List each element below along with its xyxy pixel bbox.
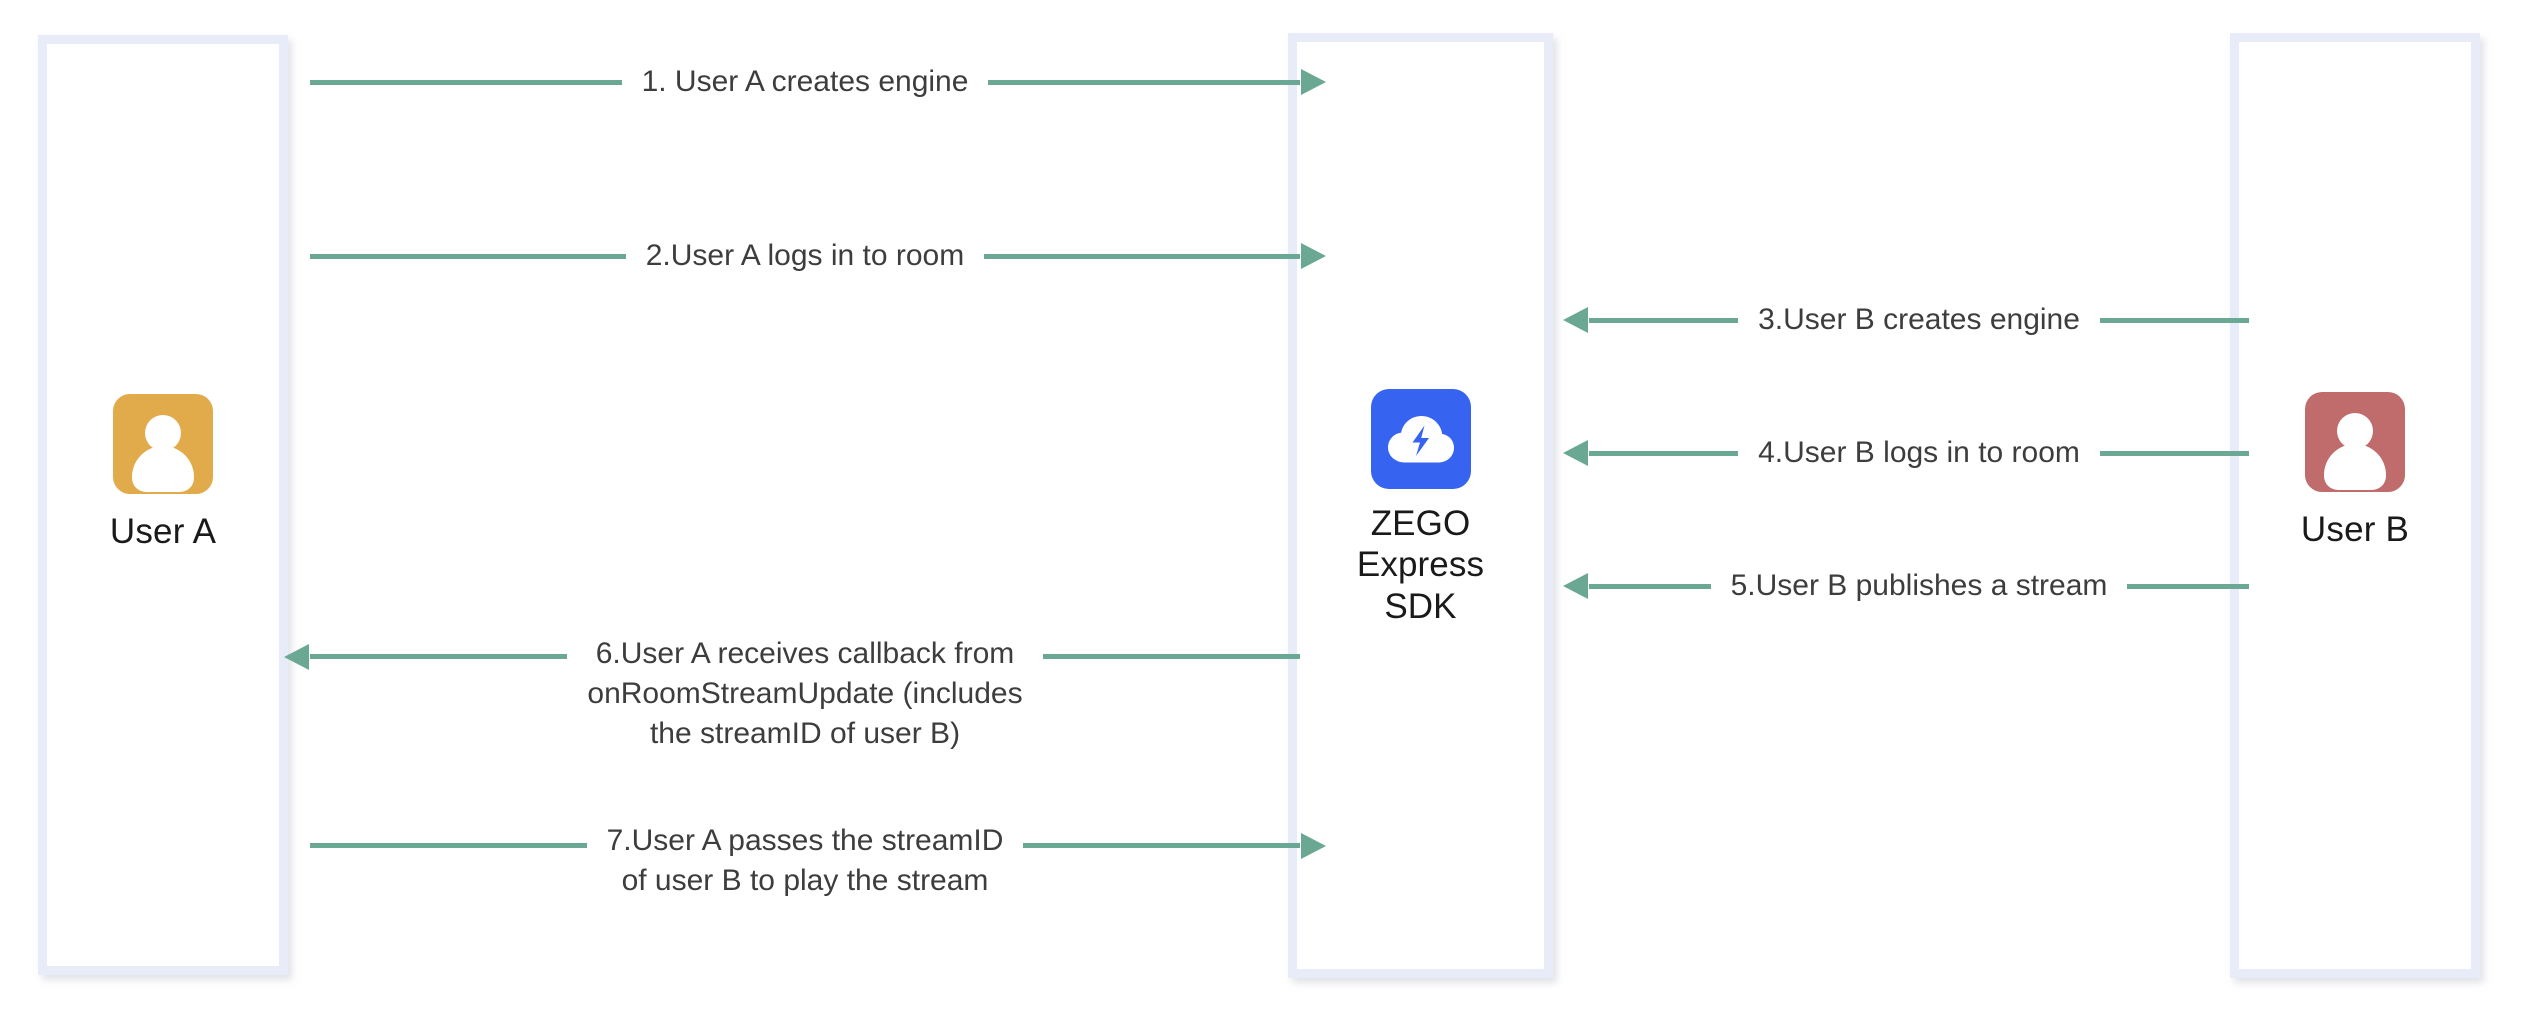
lifeline-user-b: User B bbox=[2230, 33, 2480, 978]
message-1-line bbox=[310, 79, 622, 85]
message-1: 1. User A creates engine bbox=[310, 57, 1326, 107]
message-2-arrow bbox=[984, 243, 1326, 269]
message-3-arrow bbox=[1563, 307, 1739, 333]
lifeline-zego-sdk: ZEGO Express SDK bbox=[1288, 33, 1553, 978]
person-body-icon bbox=[132, 446, 194, 492]
zego-logo bbox=[1370, 389, 1471, 489]
actor-label-user-b: User B bbox=[2300, 510, 2410, 549]
message-7-label: 7.User A passes the streamID of user B t… bbox=[606, 824, 1004, 897]
message-2: 2.User A logs in to room bbox=[310, 231, 1326, 281]
avatar-user-a bbox=[113, 394, 213, 494]
arrowhead-left-icon bbox=[1563, 573, 1588, 599]
lifeline-user-a: User A bbox=[38, 35, 288, 975]
message-3-label: 3.User B creates engine bbox=[1758, 303, 2080, 337]
message-3-line bbox=[2099, 317, 2249, 323]
person-body-icon bbox=[2324, 444, 2386, 490]
message-2-label: 2.User A logs in to room bbox=[645, 239, 965, 273]
message-6: 6.User A receives callback from onRoomSt… bbox=[284, 570, 1301, 760]
arrowhead-left-icon bbox=[1563, 307, 1588, 333]
actor-user-b: User B bbox=[2239, 392, 2471, 552]
message-3: 3.User B creates engine bbox=[1563, 295, 2249, 345]
message-4-arrow bbox=[1563, 440, 1739, 466]
actor-label-zego-sdk: ZEGO Express SDK bbox=[1356, 504, 1485, 626]
message-6-line bbox=[1042, 654, 1301, 659]
actor-user-a: User A bbox=[47, 394, 279, 554]
arrowhead-left-icon bbox=[1563, 440, 1588, 466]
cloud-lightning-icon bbox=[1387, 416, 1454, 463]
message-4-label: 4.User B logs in to room bbox=[1758, 436, 2080, 470]
message-5-arrow bbox=[1563, 573, 1711, 599]
person-head-icon bbox=[2337, 413, 2373, 449]
message-7-line bbox=[310, 843, 587, 848]
message-5: 5.User B publishes a stream bbox=[1563, 561, 2249, 611]
actor-label-user-a: User A bbox=[109, 512, 217, 551]
message-6-arrow bbox=[284, 643, 568, 670]
message-2-line bbox=[310, 253, 626, 259]
message-6-label: 6.User A receives callback from onRoomSt… bbox=[587, 637, 1023, 750]
message-4: 4.User B logs in to room bbox=[1563, 428, 2250, 478]
avatar-user-b bbox=[2305, 392, 2405, 492]
message-1-arrow bbox=[988, 69, 1326, 95]
person-head-icon bbox=[145, 415, 181, 451]
message-1-label: 1. User A creates engine bbox=[641, 65, 969, 99]
message-7: 7.User A passes the streamID of user B t… bbox=[310, 775, 1326, 925]
message-5-label: 5.User B publishes a stream bbox=[1730, 569, 2108, 603]
message-4-line bbox=[2099, 450, 2250, 456]
message-7-arrow bbox=[1023, 832, 1326, 859]
actor-zego-sdk: ZEGO Express SDK bbox=[1297, 389, 1544, 627]
